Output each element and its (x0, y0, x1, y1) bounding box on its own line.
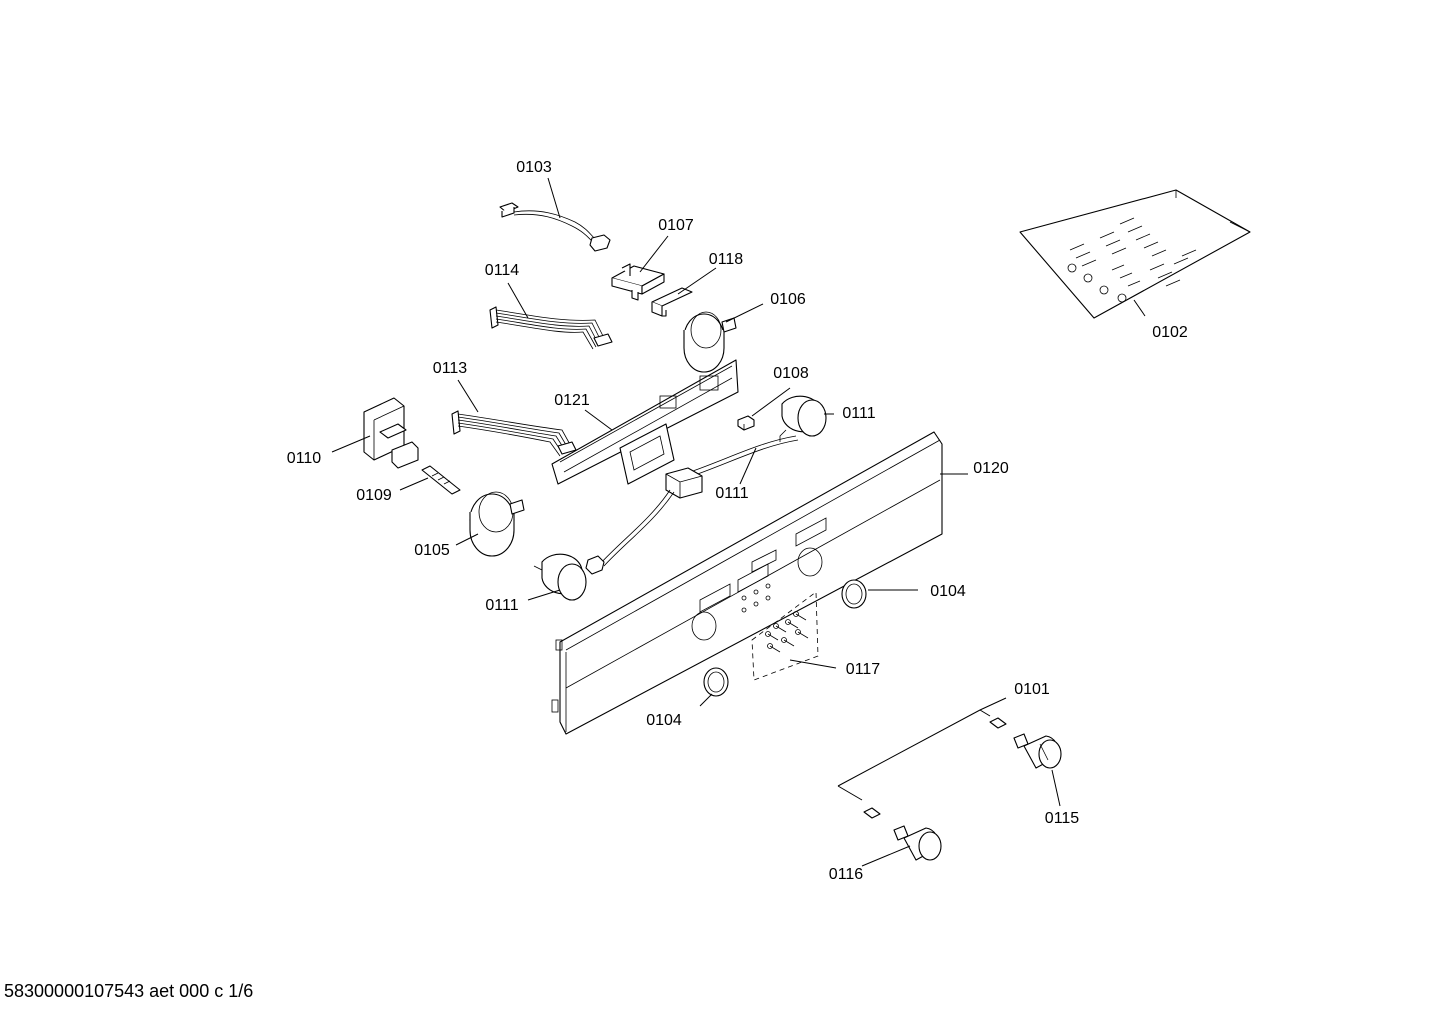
part-0113-ribbon-cable-drawing (451, 410, 577, 457)
part-0103-cable-drawing (499, 202, 611, 252)
part-0102-screw-bag-drawing (1019, 189, 1251, 319)
callout-0103: 0103 (516, 159, 552, 176)
leader-0104-lower (699, 693, 713, 707)
callout-0115: 0115 (1045, 810, 1080, 827)
part-0115-knob-drawing (1013, 733, 1062, 769)
part-0111-lower-motor-drawing (533, 553, 587, 601)
drawing-reference-code: 58300000107543 aet 000 c 1/6 (4, 981, 254, 1001)
leader-0108 (751, 387, 791, 417)
leader-0110 (331, 435, 371, 453)
callout-0108: 0108 (773, 365, 809, 382)
leader-0117 (789, 659, 837, 669)
leader-0113 (457, 379, 479, 413)
leader-0102 (1133, 299, 1146, 317)
callout-0104-upper: 0104 (930, 583, 966, 600)
leader-0103 (547, 177, 561, 219)
part-0111-upper-motor-drawing (779, 395, 827, 442)
callout-0121: 0121 (554, 392, 590, 409)
callout-0120: 0120 (973, 460, 1009, 477)
callout-0118: 0118 (709, 251, 744, 268)
callout-0104-lower: 0104 (646, 712, 682, 729)
part-0117-screw-set-drawing (751, 591, 819, 681)
leader-0111-lower (527, 589, 561, 601)
callout-0105: 0105 (414, 542, 450, 559)
callout-0102: 0102 (1152, 324, 1188, 341)
leader-0116 (861, 845, 911, 867)
part-0108-connector-drawing (737, 415, 755, 431)
part-0121-frame-drawing (551, 359, 739, 485)
leader-0114 (507, 282, 529, 319)
callout-0113: 0113 (433, 360, 468, 377)
callout-0111-upper: 0111 (842, 405, 875, 422)
callout-0107: 0107 (658, 217, 694, 234)
part-0112-wiring-drawing (585, 435, 799, 575)
leader-0106 (725, 303, 764, 323)
part-0104-ring-lower-drawing (703, 667, 729, 697)
leader-0107 (639, 235, 669, 273)
callout-0109: 0109 (356, 487, 392, 504)
leader-0112 (739, 447, 757, 485)
callout-0110: 0110 (287, 450, 322, 467)
leader-0118 (677, 267, 717, 295)
part-0110-switch-drawing (363, 397, 419, 469)
leader-0109 (399, 477, 429, 491)
part-0101-bracket-lines (837, 697, 1007, 819)
part-0120-control-panel-drawing (551, 431, 943, 735)
part-0104-ring-upper-drawing (841, 579, 867, 609)
leader-0115 (1051, 769, 1061, 807)
part-0114-ribbon-cable-drawing (489, 306, 613, 350)
callout-0111-lower: 0111 (485, 597, 518, 614)
callout-0101: 0101 (1014, 681, 1050, 698)
callout-0116: 0116 (829, 866, 864, 883)
part-0105-housing-drawing (469, 491, 525, 557)
part-0106-housing-drawing (683, 311, 737, 373)
part-0107-bracket-drawing (611, 263, 665, 301)
part-0118-clip-drawing (651, 287, 693, 317)
part-0116-knob-drawing (893, 825, 942, 861)
callout-0114: 0114 (485, 262, 520, 279)
callout-0117: 0117 (846, 661, 881, 678)
leader-0121 (584, 409, 613, 431)
callout-0106: 0106 (770, 291, 806, 308)
leader-0105 (455, 533, 479, 546)
part-0109-shaft-drawing (421, 465, 461, 495)
callout-0112: 0111 (715, 485, 748, 502)
